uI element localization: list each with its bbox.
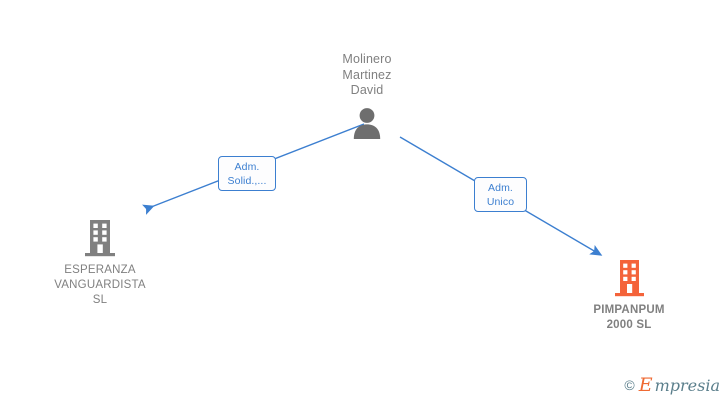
person-name-label: Molinero Martinez David [342, 52, 392, 97]
brand-initial: E [638, 374, 653, 396]
building-icon [564, 258, 694, 298]
empresia-watermark: © E mpresia [624, 374, 720, 396]
copyright-icon: © [624, 376, 635, 393]
building-icon [35, 218, 165, 258]
company-name-label: PIMPANPUM 2000 SL [593, 304, 665, 331]
brand-name: mpresia [654, 375, 720, 395]
node-person[interactable]: Molinero Martinez David [312, 52, 422, 140]
company-name-label: ESPERANZA VANGUARDISTA SL [54, 264, 146, 306]
edge-label-adm-unico[interactable]: Adm. Unico [474, 177, 527, 212]
edge-label-adm-solidario[interactable]: Adm. Solid.,... [218, 156, 276, 191]
node-company-pimpanpum[interactable]: PIMPANPUM 2000 SL [564, 258, 694, 333]
person-icon [312, 106, 422, 140]
node-company-esperanza[interactable]: ESPERANZA VANGUARDISTA SL [35, 218, 165, 308]
